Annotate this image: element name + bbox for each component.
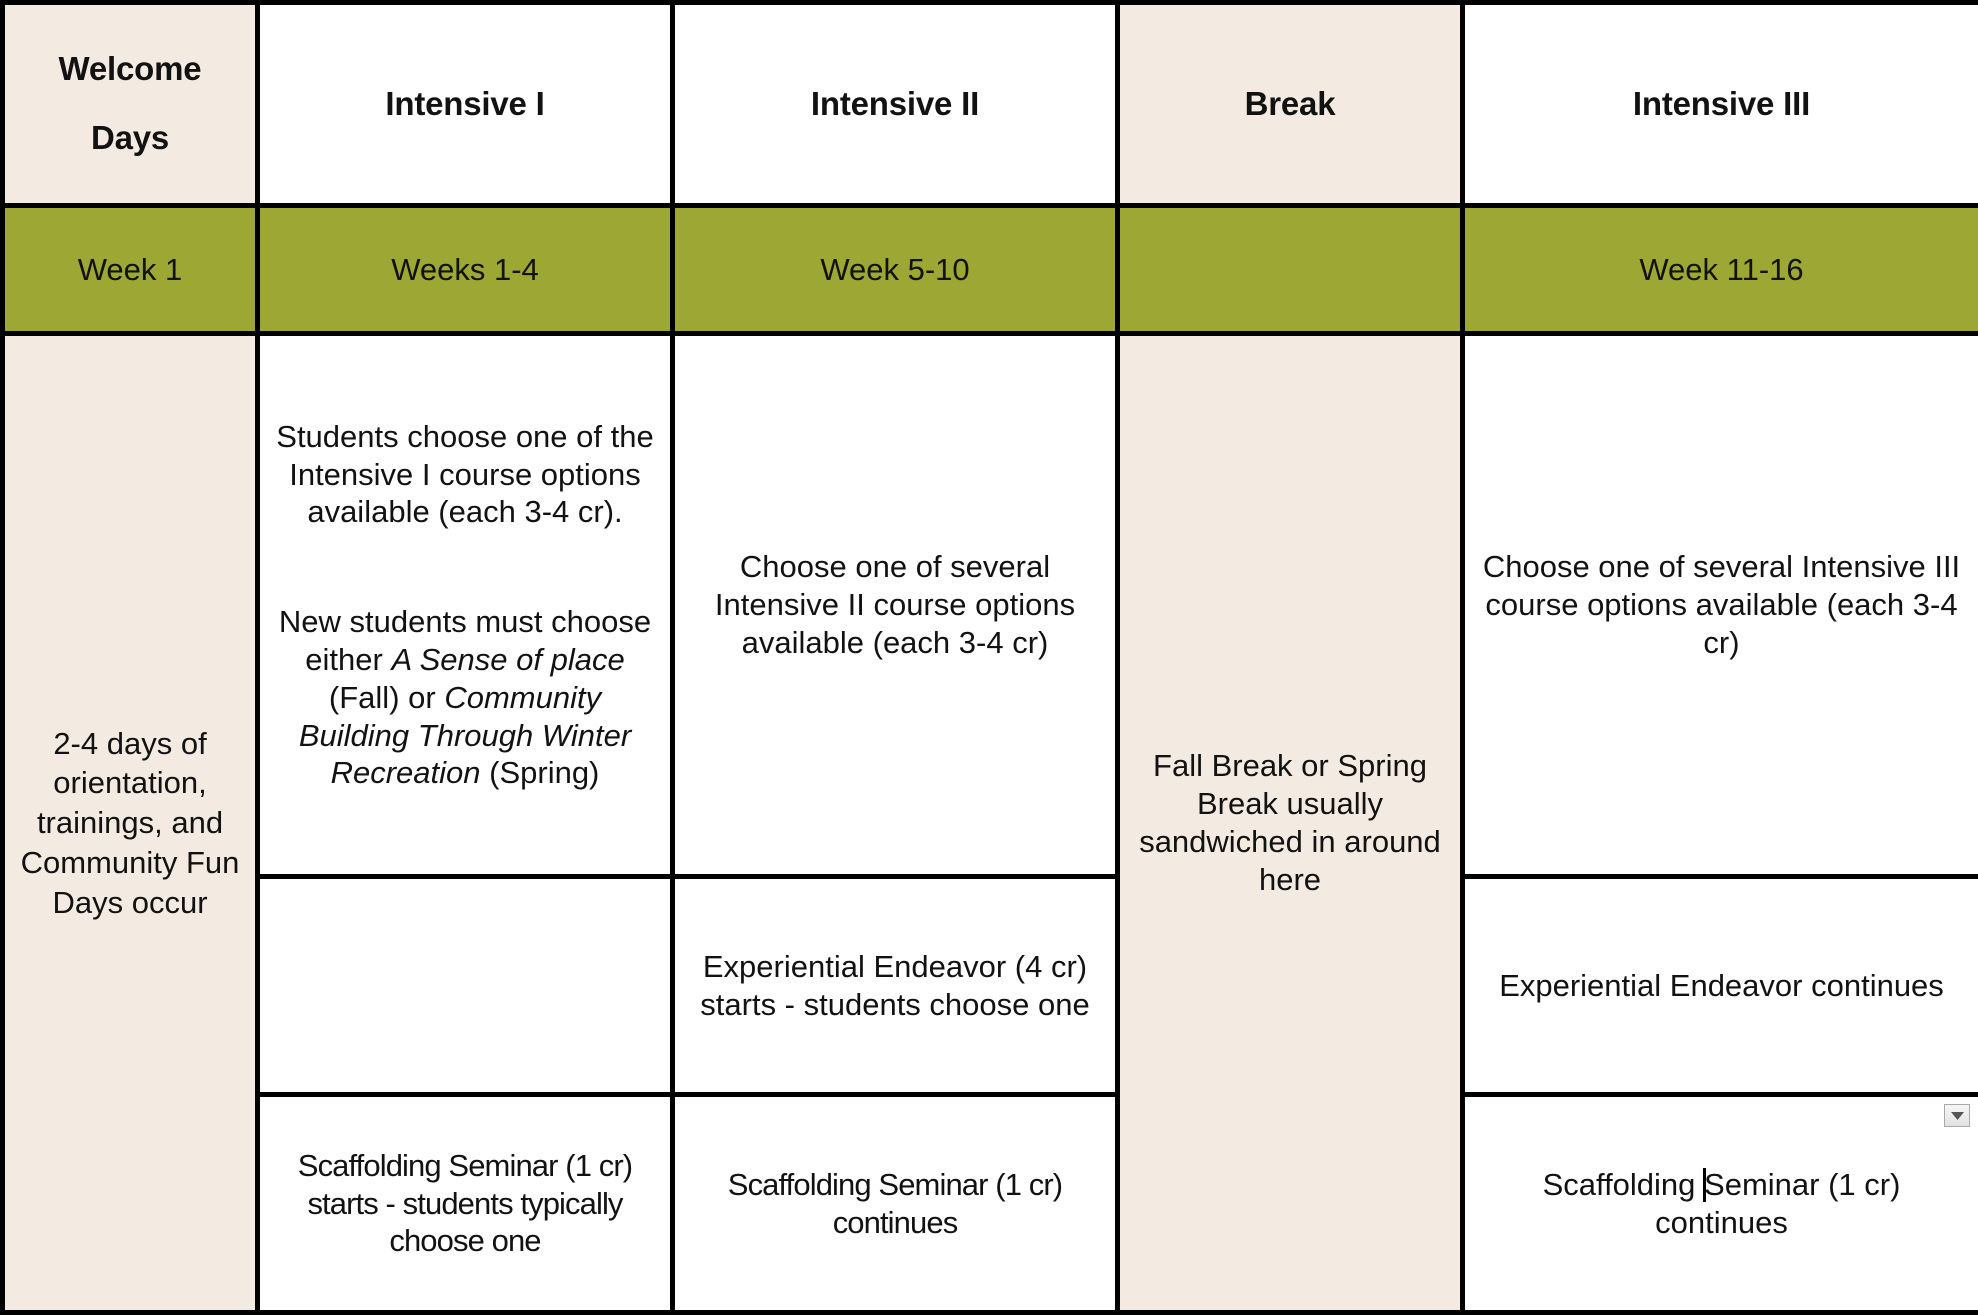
course-title-a-sense-of-place: A Sense of place — [391, 642, 624, 677]
intensive-1-p2-post: (Spring) — [481, 755, 600, 790]
cell-intensive-1-courses: Students choose one of the Intensive I c… — [258, 334, 673, 877]
chevron-down-icon — [1951, 1112, 1964, 1120]
header-intensive-1: Intensive I — [258, 3, 673, 206]
table-weeks-row: Week 1 Weeks 1-4 Week 5-10 Week 11-16 — [3, 206, 1978, 334]
intensive-3-row3-pre: Scaffolding — [1543, 1167, 1704, 1202]
intensive-1-paragraph-1: Students choose one of the Intensive I c… — [270, 418, 660, 531]
cell-intensive-1-row2-empty — [258, 877, 673, 1095]
intensive-1-row3-text: Scaffolding Seminar (1 cr) starts - stud… — [270, 1147, 660, 1260]
break-text: Fall Break or Spring Break usually sandw… — [1130, 747, 1450, 898]
table-body-row-2: Experiential Endeavor (4 cr) starts - st… — [3, 877, 1978, 1095]
weeks-welcome: Week 1 — [3, 206, 258, 334]
weeks-intensive-1: Weeks 1-4 — [258, 206, 673, 334]
intensive-3-row1-text: Choose one of several Intensive III cour… — [1475, 548, 1968, 661]
table-body-row-3: Scaffolding Seminar (1 cr) starts - stud… — [3, 1095, 1978, 1313]
dropdown-spinner-button[interactable] — [1944, 1104, 1970, 1127]
header-break: Break — [1118, 3, 1463, 206]
header-intensive-2: Intensive II — [673, 3, 1118, 206]
cell-intensive-3-courses: Choose one of several Intensive III cour… — [1463, 334, 1978, 877]
welcome-days-text: 2-4 days of orientation, trainings, and … — [15, 724, 245, 922]
cell-intensive-2-courses: Choose one of several Intensive II cours… — [673, 334, 1118, 877]
intensive-1-p2-mid: (Fall) or — [329, 680, 444, 715]
header-welcome-days: Welcome Days — [3, 3, 258, 206]
weeks-intensive-3: Week 11-16 — [1463, 206, 1978, 334]
intensive-2-row1-text: Choose one of several Intensive II cours… — [685, 548, 1105, 661]
header-intensive-3: Intensive III — [1463, 3, 1978, 206]
cell-experiential-endeavor-start: Experiential Endeavor (4 cr) starts - st… — [673, 877, 1118, 1095]
cell-break-description: Fall Break or Spring Break usually sandw… — [1118, 334, 1463, 1313]
intensive-1-paragraph-2: New students must choose either A Sense … — [270, 603, 660, 792]
header-welcome-line1: Welcome — [59, 52, 202, 87]
header-welcome-line2: Days — [91, 121, 169, 156]
intensive-2-row2-text: Experiential Endeavor (4 cr) starts - st… — [685, 948, 1105, 1024]
cell-welcome-days-description: 2-4 days of orientation, trainings, and … — [3, 334, 258, 1313]
intensive-2-row3-text: Scaffolding Seminar (1 cr) continues — [685, 1166, 1105, 1242]
intensive-3-row3-text: Scaffolding Seminar (1 cr) continues — [1475, 1166, 1968, 1242]
table-header-row: Welcome Days Intensive I Intensive II Br… — [3, 3, 1978, 206]
table-body-row-1: 2-4 days of orientation, trainings, and … — [3, 334, 1978, 877]
cell-scaffolding-seminar-continues-2: Scaffolding Seminar (1 cr) continues — [673, 1095, 1118, 1313]
weeks-break — [1118, 206, 1463, 334]
cell-scaffolding-seminar-start: Scaffolding Seminar (1 cr) starts - stud… — [258, 1095, 673, 1313]
weeks-intensive-2: Week 5-10 — [673, 206, 1118, 334]
cell-scaffolding-seminar-continues-3[interactable]: Scaffolding Seminar (1 cr) continues — [1463, 1095, 1978, 1313]
cell-experiential-endeavor-continues: Experiential Endeavor continues — [1463, 877, 1978, 1095]
intensive-3-row2-text: Experiential Endeavor continues — [1475, 967, 1968, 1005]
